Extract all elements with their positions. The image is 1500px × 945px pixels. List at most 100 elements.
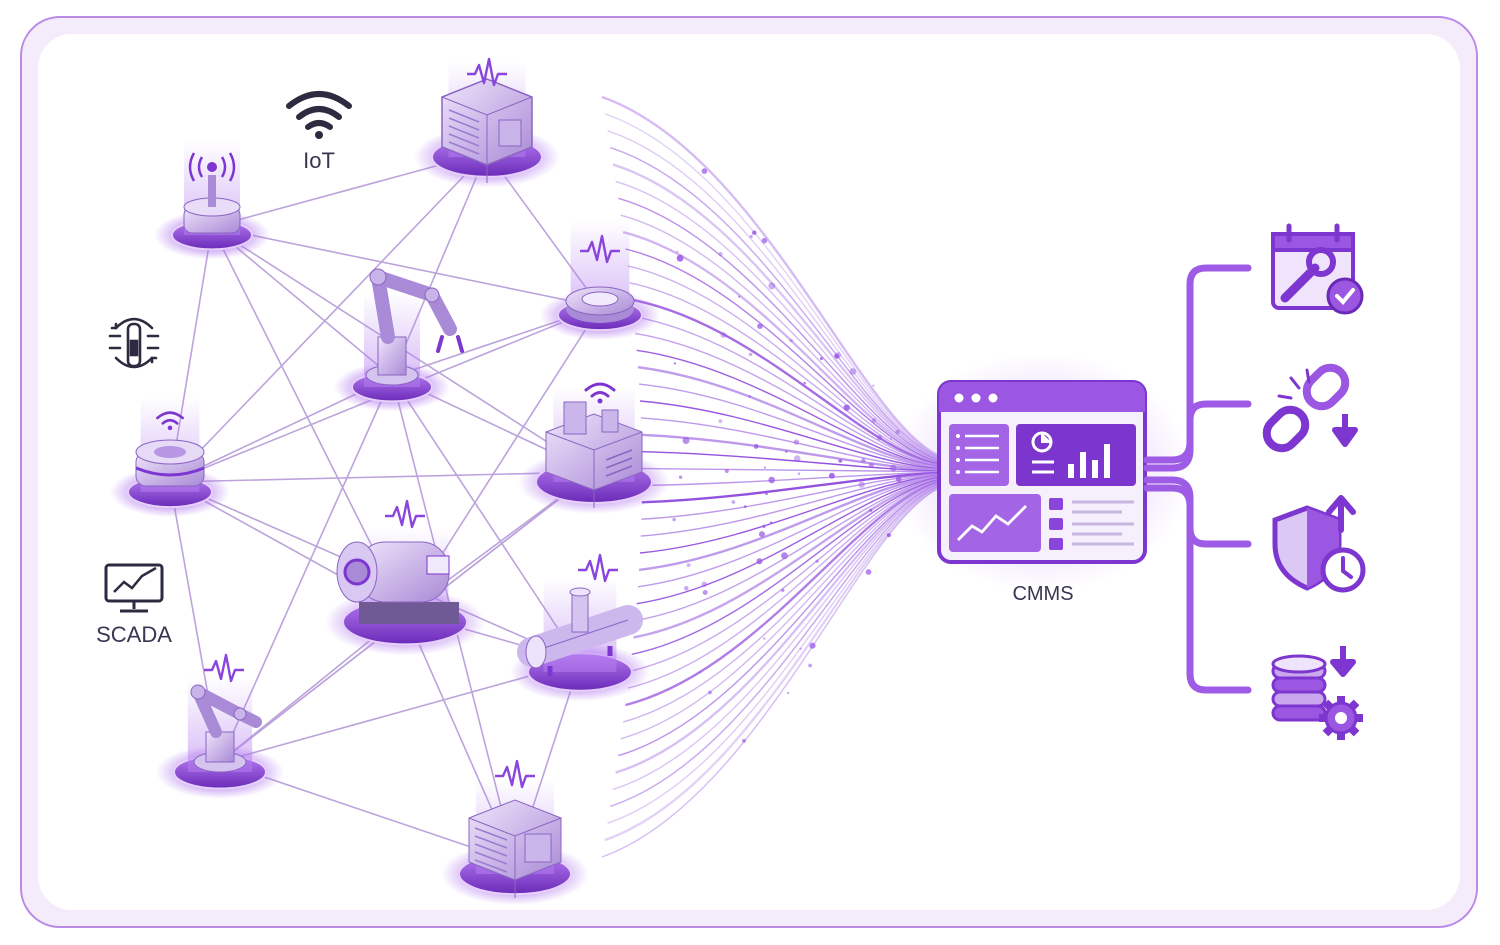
bar-chart-icon xyxy=(1068,444,1110,478)
data-stream-line xyxy=(610,147,943,460)
data-particle xyxy=(886,533,891,538)
data-particle xyxy=(673,362,677,365)
data-particle xyxy=(756,558,763,565)
data-particle xyxy=(808,663,812,668)
data-particle xyxy=(698,670,702,674)
broken-link-arrow-down-icon xyxy=(1262,363,1358,453)
data-particle xyxy=(809,642,816,649)
data-particle xyxy=(758,531,765,538)
network-link xyxy=(169,151,488,483)
data-particle xyxy=(738,295,741,298)
signal-pulse-icon xyxy=(495,759,535,789)
data-particle xyxy=(749,234,753,239)
server-rack-top-node xyxy=(414,57,560,188)
signal-pulse-icon xyxy=(580,234,620,264)
iot-label: IoT xyxy=(303,148,335,173)
antenna-sensor-node xyxy=(154,140,270,260)
output-connectors xyxy=(1143,264,1252,694)
data-particle xyxy=(785,450,788,453)
data-particle xyxy=(720,332,727,338)
data-particle xyxy=(701,168,708,174)
data-particle xyxy=(849,368,857,375)
data-particle xyxy=(753,444,759,449)
data-particle xyxy=(895,429,900,435)
data-particle xyxy=(702,590,708,595)
database-gear-arrow-icon xyxy=(1271,646,1363,740)
wireless-machine-node xyxy=(518,382,670,514)
robot-arm-bottom-node xyxy=(156,653,284,799)
generator-bottom-node xyxy=(441,759,589,906)
window-dot xyxy=(954,393,964,403)
wifi-signal-icon xyxy=(584,382,616,404)
data-particle xyxy=(763,466,766,469)
diagram-canvas: IoT SCADA xyxy=(38,34,1460,910)
data-particle xyxy=(701,581,708,588)
data-particle xyxy=(799,647,802,650)
server-rack-icon xyxy=(414,57,560,188)
data-particle xyxy=(871,418,877,423)
data-particle xyxy=(843,404,850,411)
data-particle xyxy=(861,458,866,463)
puck-sensor-icon xyxy=(110,397,230,518)
ring-sensor-icon xyxy=(540,220,660,341)
data-particle xyxy=(793,455,801,462)
data-particle xyxy=(834,353,840,359)
broken-link-down-output xyxy=(1262,363,1358,453)
trend-panel xyxy=(949,494,1041,552)
data-particle xyxy=(741,738,747,743)
data-particle xyxy=(838,459,843,463)
data-particle xyxy=(865,569,872,575)
list-panel xyxy=(949,424,1009,486)
shield-clock-arrow-up-icon xyxy=(1272,495,1366,593)
data-particle xyxy=(761,237,768,244)
data-particle xyxy=(819,357,824,361)
pipe-valve-icon xyxy=(510,553,650,702)
data-stream-line xyxy=(607,130,943,459)
data-particle xyxy=(858,481,865,488)
data-particle xyxy=(678,475,683,479)
data-particle xyxy=(708,690,712,695)
data-particle xyxy=(769,521,773,524)
data-particle xyxy=(684,586,689,591)
cmms-dashboard: CMMS xyxy=(892,352,1192,605)
motor-icon xyxy=(325,499,485,656)
data-particle xyxy=(762,524,766,528)
data-particle xyxy=(731,500,736,504)
analytics-panel xyxy=(1016,424,1136,486)
output-icons xyxy=(1262,223,1366,740)
data-particle xyxy=(781,588,785,592)
data-particle xyxy=(748,395,752,398)
antenna-sensor-icon xyxy=(154,140,270,260)
data-particle xyxy=(868,462,874,468)
cmms-label: CMMS xyxy=(1012,583,1073,605)
wifi-icon xyxy=(286,91,352,139)
motor-node xyxy=(325,499,485,656)
window-dot xyxy=(971,393,981,403)
window-dot xyxy=(988,393,998,403)
data-particle xyxy=(757,323,763,330)
data-particle xyxy=(768,282,776,290)
robot-arm-icon xyxy=(156,653,284,799)
data-particle xyxy=(815,559,819,563)
data-particles xyxy=(672,168,902,743)
diagram-frame: IoT SCADA xyxy=(20,16,1478,928)
signal-pulse-icon xyxy=(578,553,618,583)
data-particle xyxy=(872,384,875,387)
device-nodes xyxy=(110,57,670,906)
data-particle xyxy=(787,691,790,695)
network-link xyxy=(211,226,601,308)
scada-badge: SCADA xyxy=(96,563,172,647)
data-particle xyxy=(672,517,676,522)
data-particle xyxy=(718,251,723,257)
industrial-machine-icon xyxy=(518,382,670,514)
data-particle xyxy=(789,338,793,343)
data-particle xyxy=(686,563,691,568)
line-chart-icon xyxy=(957,505,1027,541)
scheduled-maintenance-output xyxy=(1271,223,1364,315)
signal-pulse-icon xyxy=(467,57,507,87)
shield-uptime-output xyxy=(1272,495,1366,593)
data-particle xyxy=(676,254,684,262)
vibration-sensor-node xyxy=(540,220,660,341)
data-particle xyxy=(682,437,690,444)
data-particle xyxy=(781,552,788,560)
